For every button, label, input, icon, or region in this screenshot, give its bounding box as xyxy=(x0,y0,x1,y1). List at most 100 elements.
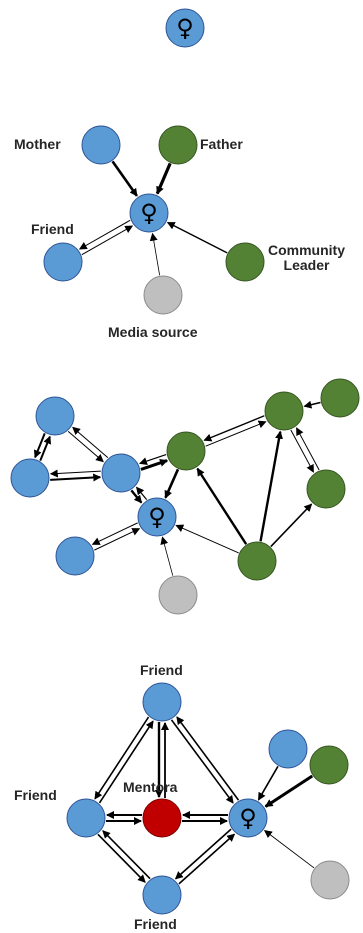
focal-female-node-3: ♀ xyxy=(137,497,177,537)
p3-blue-node-3-circle xyxy=(101,453,141,493)
edge-fr2-to-p2f xyxy=(81,225,134,256)
p3-green-node-3-circle xyxy=(320,378,360,418)
edge-g5-to-a4 xyxy=(175,524,239,554)
father-node-circle xyxy=(158,125,198,165)
p4-blue-node-circle xyxy=(268,729,308,769)
p3-blue-node-1-circle xyxy=(35,396,75,436)
p3-green-node-5 xyxy=(237,541,277,581)
edge-a3-to-a1 xyxy=(72,426,109,459)
p3-green-node-1 xyxy=(166,431,206,471)
mentora-label: Mentora xyxy=(123,779,178,795)
media-source-label: Media source xyxy=(108,324,198,340)
focal-female-node-1-circle xyxy=(165,8,205,48)
edge-g5-to-g1 xyxy=(196,467,248,545)
mentora-node-circle xyxy=(142,798,182,838)
edge-a1-to-a2 xyxy=(33,433,46,459)
edge-g1-to-g2 xyxy=(205,420,267,447)
p3-green-node-2 xyxy=(264,391,304,431)
focal-female-node-2-circle xyxy=(129,193,169,233)
edge-g5-to-g2 xyxy=(259,430,283,542)
community-leader-label: Community Leader xyxy=(268,243,345,272)
p3-blue-node-3 xyxy=(101,453,141,493)
edge-med-to-p2f xyxy=(149,232,161,276)
friend-label: Friend xyxy=(31,221,74,237)
friend-left-node-circle xyxy=(66,798,106,838)
p3-green-node-5-circle xyxy=(237,541,277,581)
female-symbol-icon: ♀ xyxy=(148,503,166,531)
edge-cl-to-p2f xyxy=(166,221,228,254)
friend-top-node xyxy=(142,682,182,722)
p3-blue-node-4-circle xyxy=(55,536,95,576)
p3-blue-node-1 xyxy=(35,396,75,436)
edge-ft-to-p4f xyxy=(170,719,234,804)
p3-media-node xyxy=(158,575,198,615)
edge-p4f-to-fb xyxy=(174,828,232,880)
father-label: Father xyxy=(200,136,243,152)
p3-green-node-4 xyxy=(306,469,346,509)
edge-a4-to-a5 xyxy=(91,522,138,545)
edge-g1-to-a4 xyxy=(164,468,180,499)
mentora-node xyxy=(142,798,182,838)
media-source-node-circle xyxy=(143,275,183,315)
edge-g3-to-g2 xyxy=(303,400,321,409)
edge-a2-to-a1 xyxy=(39,435,52,461)
focal-female-node-2: ♀ xyxy=(129,193,169,233)
mother-label: Mother xyxy=(14,136,61,152)
edge-fl-to-ft xyxy=(98,720,154,804)
edge-m4-to-p4f xyxy=(263,830,315,869)
focal-female-node-4: ♀ xyxy=(228,798,268,838)
edge-a1-to-a3 xyxy=(67,430,104,463)
edge-g1-to-a3 xyxy=(138,454,167,465)
p4-green-node-circle xyxy=(309,745,349,785)
female-symbol-icon: ♀ xyxy=(140,199,158,227)
edge-p2f-to-fr2 xyxy=(78,219,131,250)
friend-bottom-node xyxy=(142,875,182,915)
p4-blue-node xyxy=(268,729,308,769)
mother-node-circle xyxy=(81,125,121,165)
community-leader-node-circle xyxy=(225,242,265,282)
friend-bottom-label: Friend xyxy=(134,916,177,932)
father-node xyxy=(158,125,198,165)
community-leader-line1: Community xyxy=(268,242,345,258)
p3-green-node-3 xyxy=(320,378,360,418)
p3-blue-node-2 xyxy=(10,458,50,498)
edge-fl-to-fb xyxy=(97,833,146,883)
p3-green-node-4-circle xyxy=(306,469,346,509)
focal-female-node-4-circle xyxy=(228,798,268,838)
edge-a3-to-a2 xyxy=(49,469,101,478)
focal-female-node-1: ♀ xyxy=(165,8,205,48)
p3-blue-node-2-circle xyxy=(10,458,50,498)
friend-top-node-circle xyxy=(142,682,182,722)
p4-media-node-circle xyxy=(310,860,350,900)
friend-node-circle xyxy=(43,242,83,282)
edge-a5-to-a4 xyxy=(94,528,141,551)
edge-a4-to-a3 xyxy=(135,486,148,501)
friend-bottom-node-circle xyxy=(142,875,182,915)
edge-fb-to-p4f xyxy=(178,833,236,885)
friend-top-label: Friend xyxy=(140,662,183,678)
p4-green-node xyxy=(309,745,349,785)
friend-left-label: Friend xyxy=(14,787,57,803)
p4-media-node xyxy=(310,860,350,900)
edge-b4-to-p4f xyxy=(257,765,279,801)
community-leader-node xyxy=(225,242,265,282)
media-source-node xyxy=(143,275,183,315)
edge-g2-to-g1 xyxy=(203,415,265,442)
edge-a2-to-a3 xyxy=(50,473,102,482)
p3-green-node-2-circle xyxy=(264,391,304,431)
edge-p4f-to-ft xyxy=(176,716,240,801)
focal-female-node-3-circle xyxy=(137,497,177,537)
edge-a3-to-g1 xyxy=(140,459,169,471)
female-symbol-icon: ♀ xyxy=(176,14,194,42)
edge-g2-to-g4 xyxy=(290,429,314,473)
edge-ft-to-fl xyxy=(94,716,150,800)
edge-mom-to-p2f xyxy=(111,160,138,197)
p3-media-node-circle xyxy=(158,575,198,615)
p3-green-node-1-circle xyxy=(166,431,206,471)
edge-g5-to-g4 xyxy=(270,503,313,548)
p3-blue-node-4 xyxy=(55,536,95,576)
friend-node xyxy=(43,242,83,282)
edge-g4-to-g2 xyxy=(296,427,320,471)
